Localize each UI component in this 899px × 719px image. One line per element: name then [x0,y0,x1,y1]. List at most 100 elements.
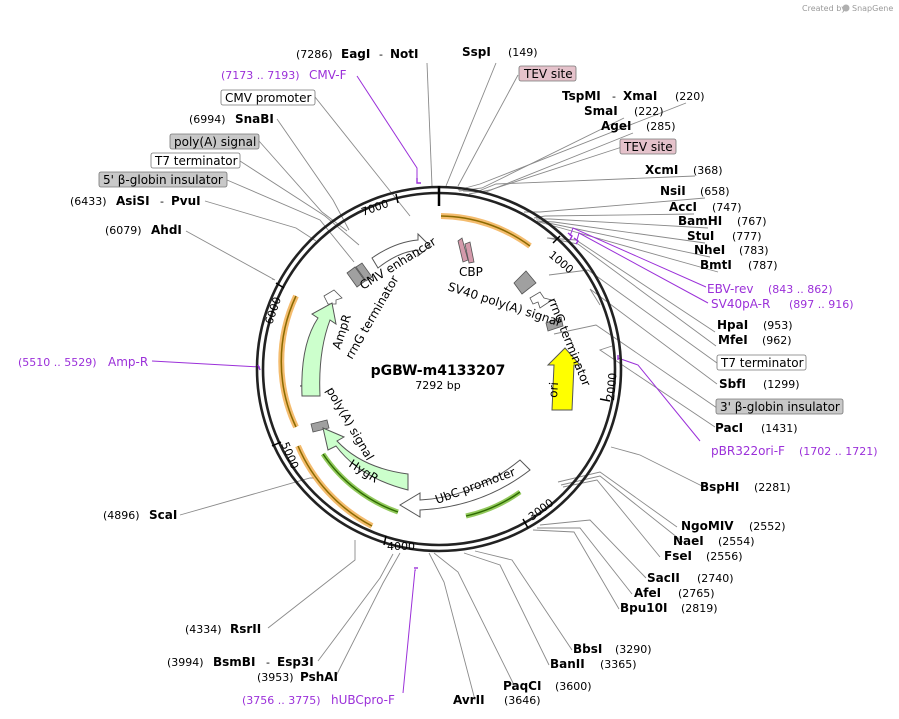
svg-text:(2554): (2554) [718,535,755,548]
enzyme-nsii[interactable]: NsiI (658) [660,184,730,198]
rrng-arrow-left [323,289,343,305]
svg-text:(5510 .. 5529): (5510 .. 5529) [18,356,97,369]
svg-text:(2740): (2740) [697,572,734,585]
svg-text:(7173 .. 7193): (7173 .. 7193) [221,69,300,82]
svg-text:SbfI: SbfI [719,377,746,391]
enzyme-paci[interactable]: PacI (1431) [715,421,798,435]
enzyme-smai[interactable]: SmaI (222) [584,104,664,118]
svg-text:RsrII: RsrII [230,622,261,636]
svg-text:BamHI: BamHI [678,214,722,228]
primer-amp-r[interactable]: (5510 .. 5529) Amp-R [18,355,148,369]
enzyme-sacii[interactable]: SacII (2740) [647,571,734,585]
svg-text:AccI: AccI [669,200,697,214]
enzyme-naei[interactable]: NaeI (2554) [673,534,755,548]
label-cbp: CBP [459,265,483,279]
svg-text:TEV site: TEV site [523,67,573,81]
enzyme-banii[interactable]: BanII (3365) [550,657,637,671]
svg-text:BmtI: BmtI [700,258,732,272]
enzyme-avrii[interactable]: AvrII (3646) [453,693,541,707]
primer-ebv-rev[interactable]: EBV-rev (843 .. 862) [707,282,833,296]
svg-text:(4896): (4896) [103,509,140,522]
enzyme-xcmi[interactable]: XcmI (368) [645,163,723,177]
enzyme-stui[interactable]: StuI (777) [687,229,762,243]
primer-sv40pa-r[interactable]: SV40pA-R (897 .. 916) [711,297,854,311]
enzyme-bmti[interactable]: BmtI (787) [700,258,778,272]
enzyme-bsphi[interactable]: BspHI (2281) [700,480,791,494]
gray-block-left-1 [346,266,366,288]
label-ori: ori [546,382,561,399]
enzyme-sspi[interactable]: SspI (149) [462,45,538,59]
feature-box-5-beta-globin-insulator[interactable]: 5' β-globin insulator [98,171,228,188]
enzyme-pshai[interactable]: (3953) PshAI [257,670,338,684]
enzyme-rsrii[interactable]: (4334) RsrII [185,622,261,636]
svg-text:(3953): (3953) [257,671,294,684]
svg-text:Bpu10I: Bpu10I [620,601,667,615]
svg-text:Amp-R: Amp-R [108,355,148,369]
svg-text:(783): (783) [739,244,769,257]
enzyme-paqci[interactable]: PaqCI (3600) [503,679,592,693]
svg-text:(1299): (1299) [763,378,800,391]
enzyme-mfei[interactable]: MfeI (962) [718,333,792,347]
svg-text:TEV site: TEV site [623,140,673,154]
svg-text:XmaI: XmaI [623,89,657,103]
enzyme-tspmi-xmai[interactable]: TspMI - XmaI (220) [562,89,705,103]
snapgene-logo-icon [842,4,850,12]
enzyme-asisi-pvui[interactable]: (6433) AsiSI - PvuI [70,194,201,208]
svg-text:(1431): (1431) [761,422,798,435]
svg-text:(1702 .. 1721): (1702 .. 1721) [799,445,878,458]
snapgene-credit: Created by SnapGene [802,4,893,13]
enzyme-afei[interactable]: AfeI (2765) [634,586,715,600]
feature-box-3-beta-globin-insulator[interactable]: 3' β-globin insulator [715,398,844,415]
svg-text:pBR322ori-F: pBR322ori-F [711,444,785,458]
svg-text:(3365): (3365) [600,658,637,671]
enzyme-bsmbi-esp3i[interactable]: (3994) BsmBI - Esp3I [167,655,314,669]
svg-text:(285): (285) [646,120,676,133]
svg-text:(787): (787) [748,259,778,272]
svg-text:(3290): (3290) [615,643,652,656]
feature-box-tev-site-2[interactable]: TEV site [619,138,677,155]
svg-text:(368): (368) [693,164,723,177]
enzyme-sbfi[interactable]: SbfI (1299) [719,377,800,391]
svg-text:AvrII: AvrII [453,693,485,707]
svg-text:PvuI: PvuI [171,194,201,208]
enzyme-ngomiv[interactable]: NgoMIV (2552) [681,519,786,533]
svg-text:AsiSI: AsiSI [116,194,150,208]
svg-text:CMV-F: CMV-F [309,68,347,82]
tick-7000: 7000 [360,197,391,219]
enzyme-acci[interactable]: AccI (747) [669,200,742,214]
hygr-arrow [322,427,409,491]
enzyme-fsei[interactable]: FseI (2556) [664,549,743,563]
enzyme-ahdi[interactable]: (6079) AhdI [105,223,182,237]
enzyme-eagi-noti[interactable]: (7286) EagI - NotI [296,47,419,61]
cmv-enhancer-arrow [371,232,431,269]
enzyme-bamhi[interactable]: BamHI (767) [678,214,767,228]
primer-cmv-f[interactable]: (7173 .. 7193) CMV-F [221,68,347,82]
svg-text:AfeI: AfeI [634,586,661,600]
tick-5000: 5000 [278,440,301,471]
enzyme-bbsi[interactable]: BbsI (3290) [573,642,652,656]
feature-box-cmv-promoter[interactable]: CMV promoter [220,89,316,106]
tick-6000: 6000 [263,295,284,326]
enzyme-nhei[interactable]: NheI (783) [694,243,769,257]
svg-text:FseI: FseI [664,549,692,563]
svg-text:SacII: SacII [647,571,680,585]
feature-box-tev-site-1[interactable]: TEV site [518,65,577,82]
svg-text:NgoMIV: NgoMIV [681,519,734,533]
primer-leader-lines [151,75,709,694]
enzyme-labels: (7286) EagI - NotI SspI (149) TspMI - Xm… [70,45,800,707]
svg-text:HpaI: HpaI [717,318,748,332]
enzyme-agei[interactable]: AgeI (285) [601,119,676,133]
enzyme-bpu10i[interactable]: Bpu10I (2819) [620,601,718,615]
svg-text:(149): (149) [508,46,538,59]
enzyme-snabi[interactable]: (6994) SnaBI [189,112,274,126]
svg-text:SnaBI: SnaBI [235,112,274,126]
primer-pbr322ori-f[interactable]: pBR322ori-F (1702 .. 1721) [711,444,878,458]
feature-box-polya-signal[interactable]: poly(A) signal [169,133,260,150]
primer-hubcpro-f[interactable]: (3756 .. 3775) hUBCpro-F [242,693,395,707]
svg-text:(222): (222) [634,105,664,118]
svg-text:(3646): (3646) [504,694,541,707]
enzyme-hpai[interactable]: HpaI (953) [717,318,793,332]
feature-box-t7-terminator-right[interactable]: T7 terminator [716,354,807,371]
enzyme-scai[interactable]: (4896) ScaI [103,508,177,522]
feature-box-t7-terminator-left[interactable]: T7 terminator [150,152,241,169]
